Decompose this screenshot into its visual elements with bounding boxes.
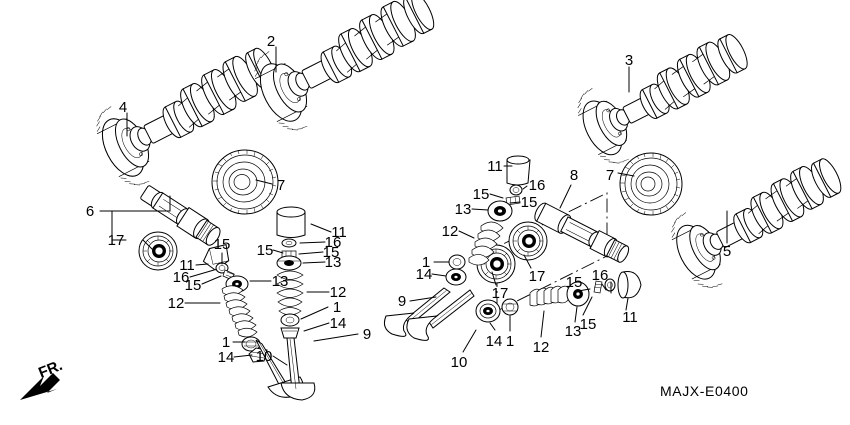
label-camshaft-2: 2 [267, 33, 275, 50]
camshaft-2-lobes [338, 0, 435, 73]
bearing-17-b [476, 244, 516, 284]
label-right-a-spring-12: 12 [442, 223, 459, 240]
label-gear-7-right: 7 [606, 167, 614, 184]
label-left-b-washer-14: 14 [330, 315, 347, 332]
valve-assembly-left-b [276, 206, 316, 401]
cotter-15-right-b [593, 280, 603, 294]
label-left-b-cotter-15a: 15 [257, 242, 274, 259]
camshaft-3-lobes [656, 33, 748, 110]
camshaft-3-gear [577, 87, 630, 164]
camshaft-2-assembly [254, 0, 435, 131]
label-right-b-cotter-15a: 15 [566, 274, 583, 291]
washer-14-left-b [280, 327, 300, 339]
label-left-b-seat-1: 1 [333, 299, 341, 316]
retainer-13-right-b [566, 281, 590, 307]
label-left-a-cotter-15b: 15 [214, 236, 231, 253]
camshaft-4-assembly [96, 47, 277, 186]
camshaft-2-gear [254, 51, 310, 131]
label-bearing-17-b: 17 [492, 285, 509, 302]
label-valve-9-left: 9 [363, 326, 371, 343]
spring-12-left-b [276, 270, 304, 316]
cap-11-left-b [276, 206, 306, 238]
label-left-a-spring-12: 12 [168, 295, 185, 312]
valve-9-left [280, 337, 316, 401]
cap-11-right-a [506, 155, 531, 186]
washer-14-right-b [475, 299, 501, 323]
label-right-b-retainer-13: 13 [565, 323, 582, 340]
seat-1-right-b [501, 298, 519, 316]
label-right-b-seat-1: 1 [506, 333, 514, 350]
label-valve-10-left: 10 [256, 348, 273, 365]
label-left-a-cap-11: 11 [179, 257, 195, 274]
label-left-a-retainer-13: 13 [272, 273, 289, 290]
label-right-b-cotter-15b: 15 [580, 316, 597, 333]
valve-9-right [384, 287, 451, 337]
label-camshaft-4: 4 [119, 99, 127, 116]
label-right-a-washer-14: 14 [416, 266, 433, 283]
label-shaft-group-6: 6 [86, 203, 94, 220]
label-left-b-cotter-15b: 15 [323, 244, 340, 261]
seat-1-left-a [241, 336, 261, 352]
seat-1-right-a [448, 254, 466, 270]
spring-12-left-a [221, 285, 258, 338]
label-bearing-17-a: 17 [529, 268, 546, 285]
camshaft-3-assembly [577, 33, 748, 164]
label-left-b-cap-11: 11 [331, 224, 347, 241]
leader-6-bracket [99, 195, 171, 250]
camshaft-5-lobes [750, 158, 842, 234]
camshaft-5-assembly [671, 158, 842, 288]
washer-14-right-a [445, 268, 467, 286]
label-left-b-retainer-13: 13 [325, 254, 342, 271]
label-right-a-cap-11: 11 [487, 158, 503, 175]
label-left-a-washer-14: 14 [218, 349, 235, 366]
seal-16-right-b [604, 278, 616, 292]
shaft-assembly-8-group [476, 192, 630, 312]
diagram-code: MAJX-E0400 [660, 383, 748, 399]
label-right-b-washer-14: 14 [486, 333, 503, 350]
gear-7-left [211, 149, 279, 215]
label-right-a-seal-16: 16 [529, 177, 546, 194]
retainer-13-left-b [276, 255, 302, 271]
label-left-b-seal-16: 16 [325, 234, 342, 251]
spring-12-right-a [468, 221, 504, 266]
retainer-13-right-a [487, 200, 513, 222]
label-shaft-assy-8: 8 [570, 167, 578, 184]
camshaft-4-lobes [180, 47, 277, 128]
bearing-17-a [508, 221, 548, 261]
seat-1-left-b [280, 313, 300, 327]
label-right-b-seal-16: 16 [592, 267, 609, 284]
camshaft-5-gear [671, 212, 724, 288]
gear-7-right [619, 152, 683, 216]
label-left-b-spring-12: 12 [330, 284, 347, 301]
bearing-17-left [138, 231, 178, 271]
label-right-b-spring-12: 12 [533, 339, 550, 356]
label-bearing-17-left: 17 [108, 232, 125, 249]
label-right-a-retainer-13: 13 [455, 201, 472, 218]
front-direction-marker: FR. [20, 357, 65, 400]
label-right-a-seat-1: 1 [422, 254, 430, 271]
label-right-a-cotter-15a: 15 [473, 186, 490, 203]
seal-16-left-b [281, 238, 297, 248]
camshaft-4-gear [96, 106, 152, 186]
leader-lines [126, 46, 728, 366]
valve-assembly-right-b [406, 271, 642, 341]
label-gear-7-left: 7 [277, 177, 285, 194]
label-left-a-cotter-15a: 15 [185, 277, 202, 294]
front-label: FR. [36, 357, 65, 382]
label-camshaft-3: 3 [625, 52, 633, 69]
label-valve-10-right: 10 [451, 354, 468, 371]
label-valve-9-right: 9 [398, 293, 406, 310]
valve-10-right [406, 289, 475, 341]
label-right-b-cap-11: 11 [622, 309, 638, 326]
label-camshaft-5: 5 [723, 243, 731, 260]
label-right-a-cotter-15b: 15 [521, 194, 538, 211]
seal-16-right-a [509, 184, 523, 196]
label-left-a-seal-16: 16 [173, 269, 190, 286]
cap-11-right-b [617, 271, 642, 299]
label-left-a-seat-1: 1 [222, 334, 230, 351]
valve-assembly-right-a [384, 155, 531, 337]
shaft-group-6-assembly [138, 185, 221, 271]
